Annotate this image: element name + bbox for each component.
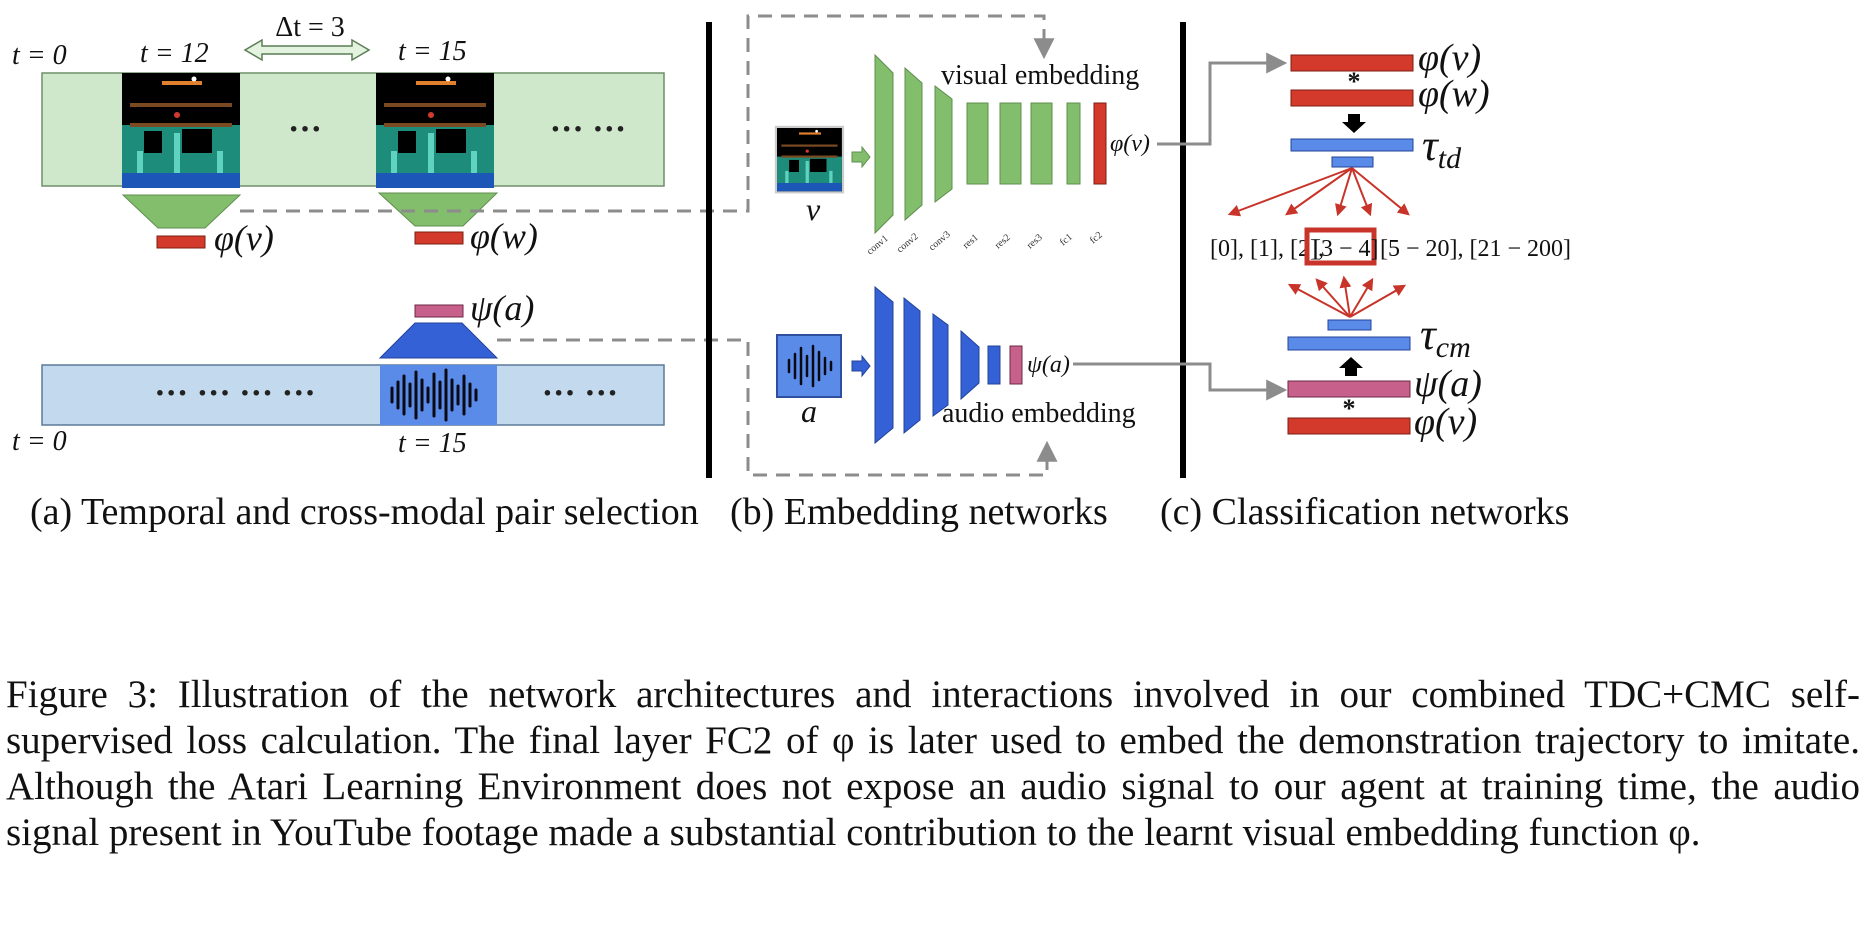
star-bottom: *	[1343, 394, 1356, 423]
label-phi-v-c-bottom: φ(v)	[1414, 401, 1477, 443]
bar-tau-cm	[1287, 336, 1411, 351]
dashed-link-visual	[240, 14, 1055, 213]
layer-label: conv3	[927, 229, 953, 253]
arrow-a-into-net	[851, 354, 871, 378]
label-delta-t: Δt = 3	[275, 12, 345, 43]
bar-tau-td	[1290, 138, 1414, 152]
panel-a: ··· ··· ··· t = 0 t = 12 t = 15 Δt = 3 φ…	[12, 12, 665, 459]
label-a: a	[801, 393, 817, 429]
label-psi-a-a: ψ(a)	[470, 288, 534, 328]
layer-label: conv2	[895, 231, 921, 255]
tau-td-class-arrows	[1227, 167, 1410, 217]
audio-dots-left: ··· ··· ··· ···	[154, 375, 316, 412]
label-t0-bottom: t = 0	[12, 426, 67, 457]
label-v: v	[806, 191, 821, 227]
label-visual-embedding: visual embedding	[941, 60, 1139, 91]
label-t15-bottom: t = 15	[398, 428, 467, 459]
delta-t-arrow	[243, 38, 371, 62]
subfigure-label-b: (b) Embedding networks	[730, 491, 1108, 533]
bar-psi-a	[1287, 380, 1411, 398]
subfigure-label-c: (c) Classification networks	[1160, 491, 1570, 533]
link-psi-a-to-c	[1073, 362, 1288, 401]
bar-tau-td-out	[1331, 156, 1374, 168]
subfigure-label-a: (a) Temporal and cross-modal pair select…	[30, 491, 699, 533]
bar-tau-cm-out	[1327, 319, 1372, 331]
layer-label: fc2	[1088, 230, 1105, 247]
label-t12: t = 12	[140, 38, 209, 69]
waveform-icon	[390, 368, 478, 422]
panel-b: v conv1 conv2 conv3 res1 res2 res3 fc1 f…	[774, 53, 1150, 445]
distance-bins-right: [5 − 20], [21 − 200]	[1380, 236, 1571, 262]
arrow-v-into-net	[851, 145, 871, 169]
embedding-phi-w-bar	[414, 231, 464, 245]
arrow-down-td	[1342, 114, 1366, 133]
layer-label: res2	[993, 232, 1013, 251]
label-psi-a-c: ψ(a)	[1414, 363, 1482, 405]
frame-t15	[376, 73, 494, 188]
layer-label: conv1	[865, 233, 891, 257]
layer-label: res1	[961, 232, 981, 251]
arrow-up-cm	[1339, 357, 1363, 376]
figure-3-diagram: ··· ··· ··· t = 0 t = 12 t = 15 Δt = 3 φ…	[12, 12, 1571, 478]
label-t15-top: t = 15	[398, 36, 467, 67]
audio-network	[874, 285, 1023, 445]
distance-bin-highlight: [3 − 4]	[1313, 236, 1379, 262]
bar-phi-v-top	[1290, 54, 1414, 72]
link-phi-v-to-c	[1157, 52, 1288, 146]
visual-encoder-v	[121, 194, 242, 229]
layer-label: fc1	[1058, 232, 1075, 249]
embedding-phi-v-bar	[156, 235, 206, 249]
label-audio-embedding: audio embedding	[942, 398, 1136, 429]
label-tau-td: τtd	[1422, 121, 1462, 175]
star-top: *	[1348, 67, 1361, 96]
label-t0-top: t = 0	[12, 40, 67, 71]
input-frame-v	[774, 125, 845, 194]
waveform-icon	[787, 344, 833, 388]
label-phi-v-b: φ(v)	[1110, 131, 1150, 157]
layer-label: res3	[1025, 232, 1045, 251]
label-tau-cm: τcm	[1420, 310, 1471, 364]
label-phi-v-c-top: φ(v)	[1418, 37, 1481, 79]
tau-cm-class-arrows	[1287, 275, 1407, 318]
embedding-psi-a-bar	[414, 304, 464, 318]
frame-t12	[122, 73, 240, 188]
visual-network	[874, 53, 1107, 235]
dashed-link-audio	[497, 338, 1058, 477]
timeline-dots-right: ··· ···	[550, 111, 627, 148]
label-phi-w-c: φ(w)	[1418, 73, 1490, 115]
label-phi-w-a: φ(w)	[470, 216, 538, 256]
label-psi-a-b: ψ(a)	[1027, 352, 1070, 378]
audio-encoder-a	[378, 322, 499, 359]
highlight-bin-box	[1304, 227, 1377, 266]
panel-c: φ(v) * φ(w) τtd [0], [1], [2], [3 − 4] […	[1210, 37, 1571, 443]
bar-phi-v-bottom	[1287, 417, 1411, 435]
label-phi-v-a: φ(v)	[214, 218, 274, 258]
bar-phi-w	[1290, 89, 1414, 107]
layer-labels: conv1 conv2 conv3 res1 res2 res3 fc1 fc2	[865, 229, 1105, 257]
audio-dots-right: ··· ···	[542, 375, 619, 412]
figure-caption: Figure 3: Illustration of the network ar…	[6, 673, 1860, 854]
timeline-dots-mid: ···	[288, 111, 322, 148]
audio-timeline	[41, 364, 665, 426]
